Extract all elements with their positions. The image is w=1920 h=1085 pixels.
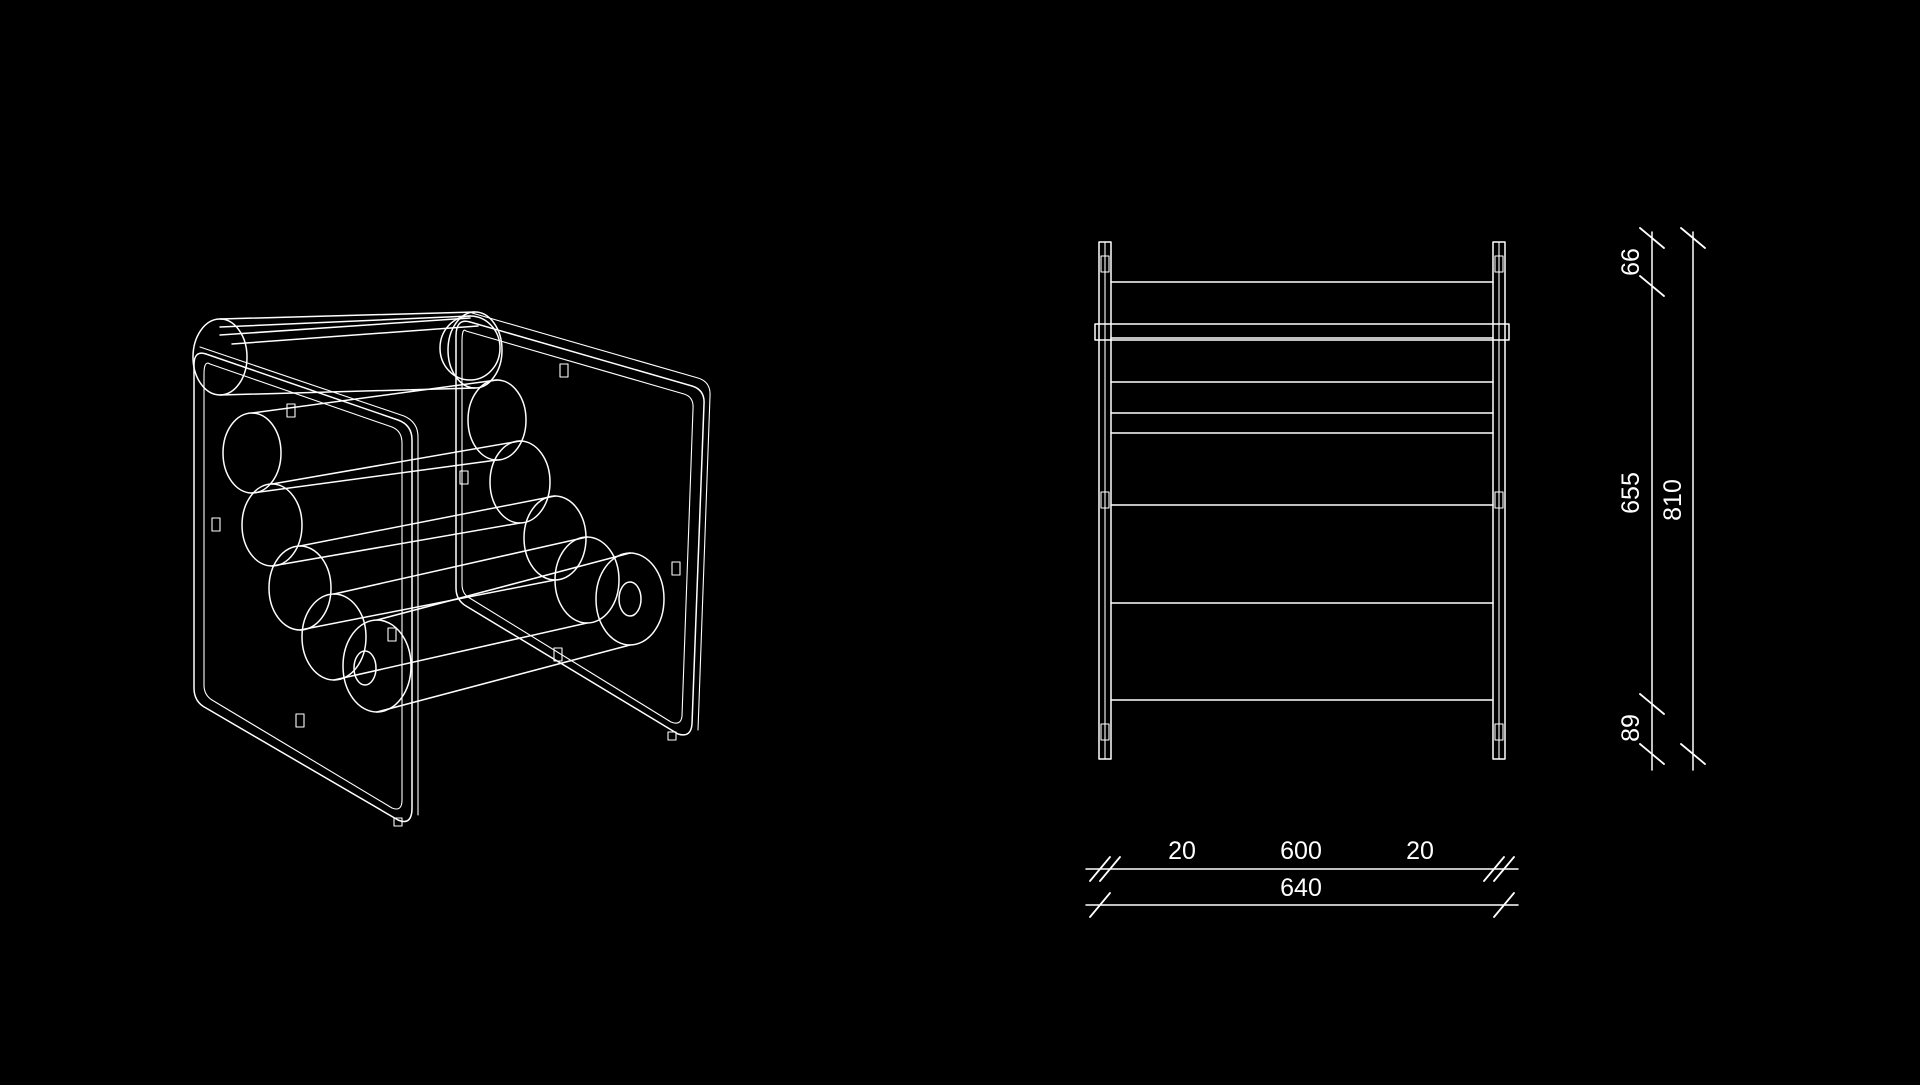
dim-height-middle: 655 <box>1617 472 1645 514</box>
front-elevation-view <box>1094 241 1510 760</box>
iso-back-panel <box>455 312 711 736</box>
elevation-top-rail <box>1094 323 1510 341</box>
elevation-rollers <box>1110 281 1494 701</box>
dim-height-bottom: 89 <box>1617 714 1645 742</box>
width-dimension-total: 640 <box>1085 874 1519 918</box>
height-dimension-total: 810 <box>1659 227 1706 771</box>
dim-width-total: 640 <box>1280 874 1322 902</box>
dim-width-right: 20 <box>1406 837 1434 865</box>
iso-brackets <box>211 363 681 827</box>
dim-width-middle: 600 <box>1280 837 1322 865</box>
width-dimension-chain: 20 600 20 <box>1085 837 1519 882</box>
dim-width-left: 20 <box>1168 837 1196 865</box>
elevation-brackets <box>1100 255 1504 741</box>
iso-rollers <box>192 311 665 713</box>
isometric-view <box>192 311 711 827</box>
iso-front-panel <box>193 346 419 823</box>
dim-height-total: 810 <box>1659 479 1687 521</box>
height-dimension-chain: 66 655 89 <box>1617 227 1665 771</box>
dim-height-top: 66 <box>1617 248 1645 276</box>
iso-top-rail <box>219 317 479 345</box>
